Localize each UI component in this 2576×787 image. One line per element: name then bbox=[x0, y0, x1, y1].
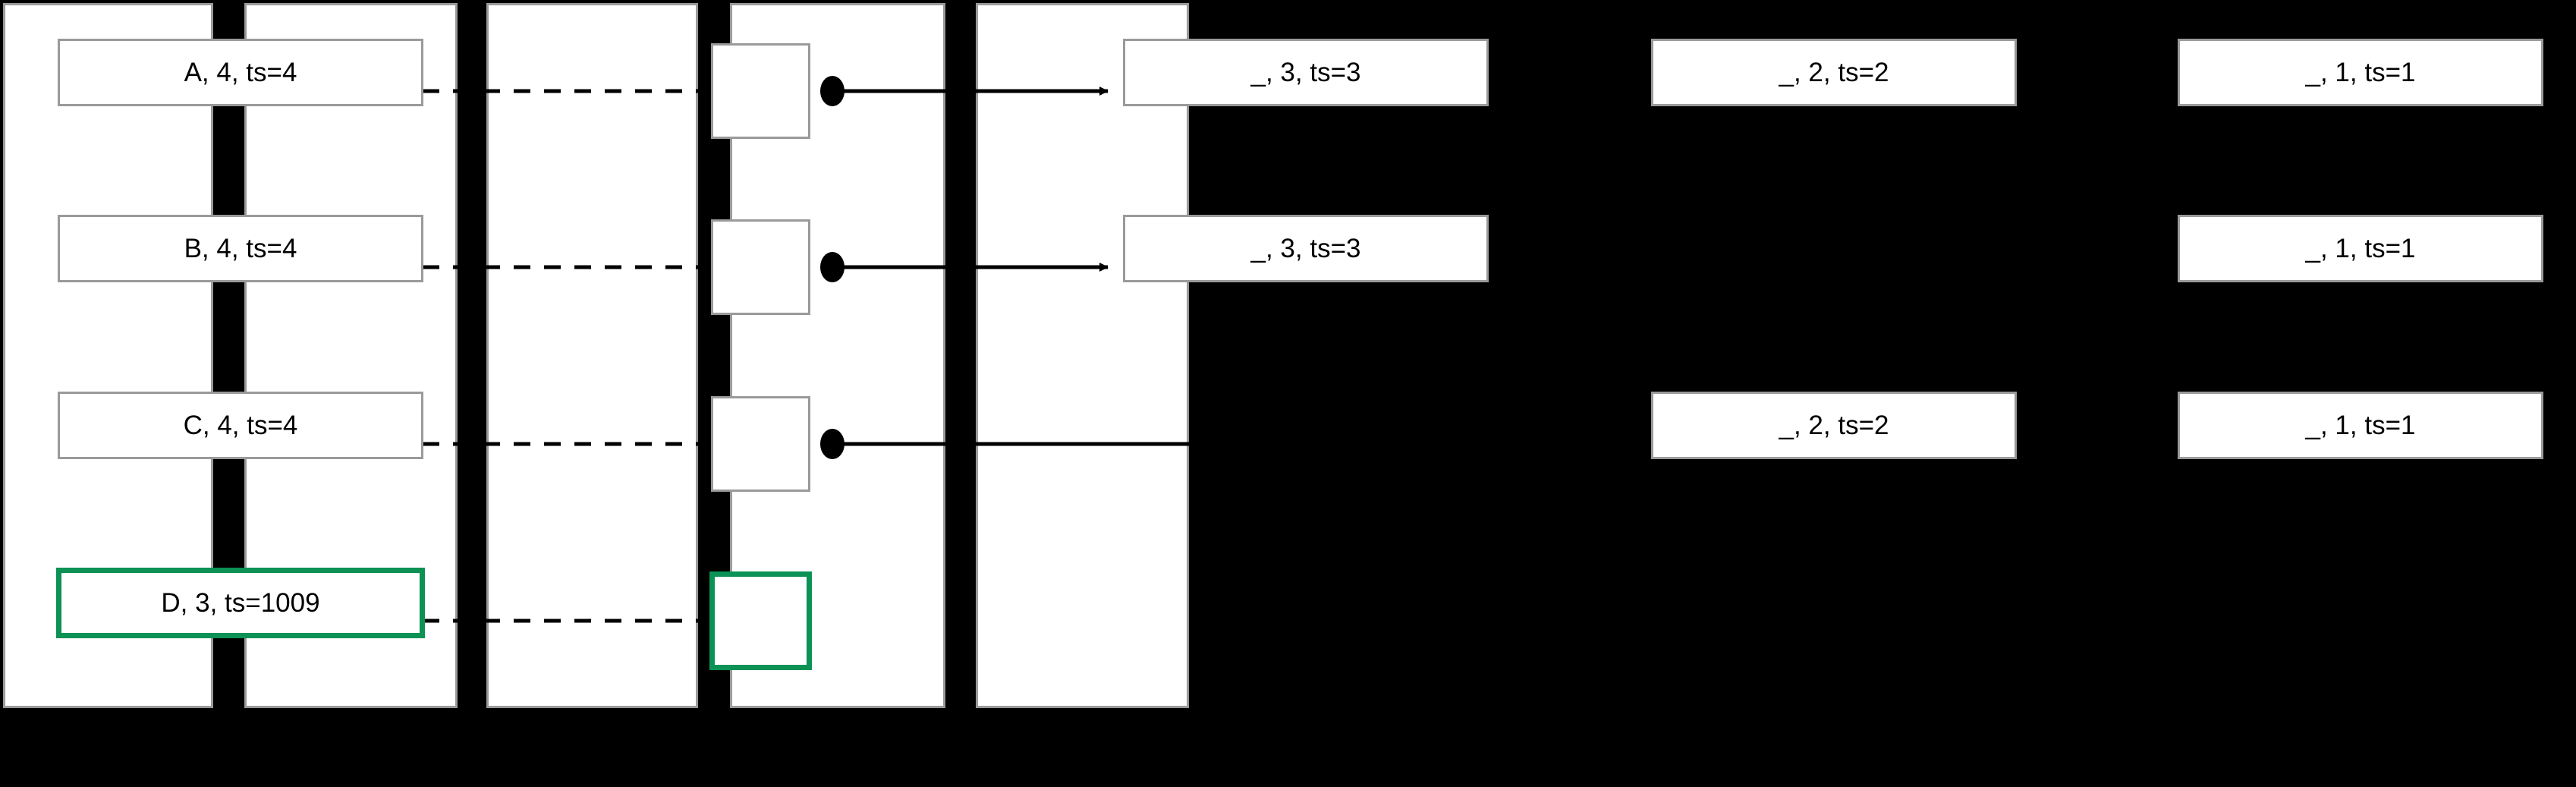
node-d-v3-highlighted[interactable]: D, 3, ts=1009 bbox=[56, 568, 425, 638]
node-label: A, 4, ts=4 bbox=[184, 58, 297, 87]
node-label: _, 1, ts=1 bbox=[2305, 234, 2416, 263]
node-v3-row-1[interactable]: _, 3, ts=3 bbox=[1123, 39, 1489, 106]
node-a-v4[interactable]: A, 4, ts=4 bbox=[58, 39, 423, 106]
node-label: _, 1, ts=1 bbox=[2305, 411, 2416, 440]
node-v3-row-2[interactable]: _, 3, ts=3 bbox=[1123, 215, 1489, 282]
node-label: C, 4, ts=4 bbox=[183, 411, 298, 440]
node-v2-row-3[interactable]: _, 2, ts=2 bbox=[1651, 392, 2017, 459]
node-label: _, 1, ts=1 bbox=[2305, 58, 2416, 87]
node-c-v4[interactable]: C, 4, ts=4 bbox=[58, 392, 423, 459]
node-label: _, 2, ts=2 bbox=[1779, 411, 1889, 440]
node-label: B, 4, ts=4 bbox=[184, 234, 297, 263]
node-slot-row-1[interactable] bbox=[711, 43, 810, 139]
node-label: D, 3, ts=1009 bbox=[161, 588, 320, 618]
node-label: _, 2, ts=2 bbox=[1779, 58, 1889, 87]
node-v1-row-2[interactable]: _, 1, ts=1 bbox=[2178, 215, 2543, 282]
node-label: _, 3, ts=3 bbox=[1250, 234, 1361, 263]
node-v1-row-3[interactable]: _, 1, ts=1 bbox=[2178, 392, 2543, 459]
node-slot-row-2[interactable] bbox=[711, 219, 810, 315]
node-v2-row-1[interactable]: _, 2, ts=2 bbox=[1651, 39, 2017, 106]
panel-column-5 bbox=[976, 3, 1189, 708]
panel-column-3 bbox=[486, 3, 698, 708]
node-slot-row-3[interactable] bbox=[711, 396, 810, 492]
node-v1-row-1[interactable]: _, 1, ts=1 bbox=[2178, 39, 2543, 106]
node-label: _, 3, ts=3 bbox=[1250, 58, 1361, 87]
node-slot-row-4-highlighted[interactable] bbox=[709, 571, 812, 670]
node-b-v4[interactable]: B, 4, ts=4 bbox=[58, 215, 423, 282]
